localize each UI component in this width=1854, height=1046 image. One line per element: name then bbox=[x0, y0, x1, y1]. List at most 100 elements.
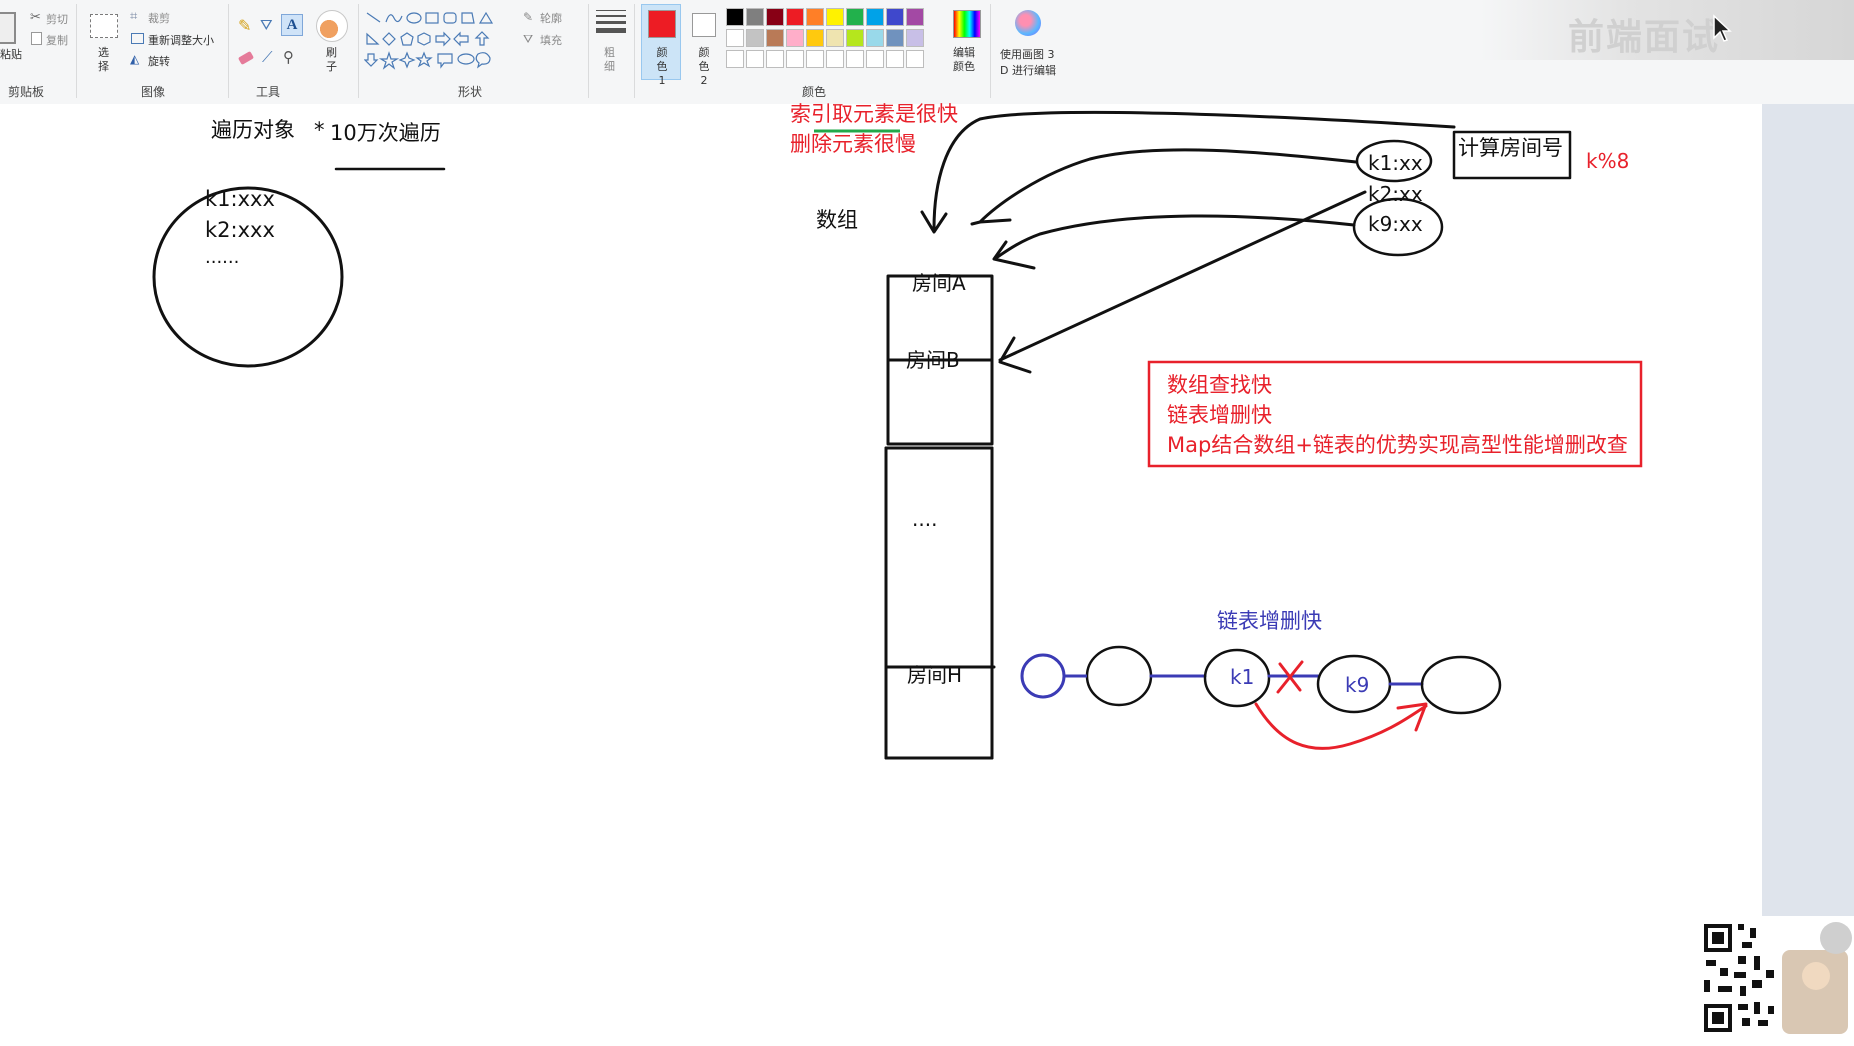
palette-swatch[interactable] bbox=[806, 8, 824, 26]
linked-list-title: 链表增删快 bbox=[1217, 609, 1322, 633]
text-tool-icon[interactable]: A bbox=[281, 14, 303, 36]
list-node-1 bbox=[1085, 645, 1153, 707]
watermark-text: 前端面试 bbox=[1568, 17, 1721, 58]
palette-swatch[interactable] bbox=[866, 8, 884, 26]
object-ellipse bbox=[152, 186, 344, 368]
brush-icon[interactable] bbox=[316, 10, 348, 42]
arrow-head bbox=[992, 240, 1036, 270]
select-icon[interactable] bbox=[90, 14, 118, 38]
rotate-button[interactable]: 旋转 bbox=[148, 55, 170, 68]
line-size-icon[interactable] bbox=[596, 10, 626, 33]
color-picker-icon[interactable]: ⟋ bbox=[262, 48, 273, 66]
palette-swatch[interactable] bbox=[746, 29, 764, 47]
cut-button[interactable]: 剪切 bbox=[46, 13, 68, 26]
fill-bucket-icon[interactable]: ⛛ bbox=[260, 16, 273, 34]
palette-swatch[interactable] bbox=[726, 50, 744, 68]
rotate-icon: ◭ bbox=[130, 52, 140, 66]
palette-swatch[interactable] bbox=[746, 8, 764, 26]
palette-swatch[interactable] bbox=[826, 50, 844, 68]
palette-swatch[interactable] bbox=[766, 29, 784, 47]
palette-swatch[interactable] bbox=[846, 50, 864, 68]
delete-cross bbox=[1276, 660, 1304, 694]
outline-button[interactable]: 轮廓 bbox=[540, 12, 562, 25]
magnifier-icon[interactable]: ⚲ bbox=[283, 48, 294, 66]
list-node-last bbox=[1420, 655, 1502, 715]
palette-swatch[interactable] bbox=[866, 29, 884, 47]
palette-swatch[interactable] bbox=[886, 8, 904, 26]
select-button[interactable]: 选择 bbox=[98, 46, 109, 73]
clipboard-group-label: 剪贴板 bbox=[8, 85, 45, 99]
image-group-label: 图像 bbox=[141, 85, 166, 99]
list-node-k1-label: k1 bbox=[1230, 665, 1255, 689]
outline-icon: ✎ bbox=[523, 10, 534, 24]
palette-swatch[interactable] bbox=[766, 50, 784, 68]
copy-button[interactable]: 复制 bbox=[46, 34, 68, 47]
arrow-calc-to-array bbox=[932, 110, 1456, 231]
edit-colors-button[interactable]: 编辑颜色 bbox=[953, 46, 975, 73]
summary-line-array: 数组查找快 bbox=[1167, 373, 1272, 397]
paste-icon[interactable] bbox=[0, 12, 16, 44]
palette-swatch[interactable] bbox=[786, 8, 804, 26]
drawing-canvas[interactable]: 遍历对象 * 10万次遍历 k1:xxx k2:xxx ...... 索引取元素… bbox=[0, 102, 1762, 938]
colors-group-label: 颜色 bbox=[802, 85, 827, 99]
crop-icon: ⌗ bbox=[130, 9, 138, 24]
brush-button[interactable]: 刷子 bbox=[326, 46, 337, 73]
palette-swatch[interactable] bbox=[726, 29, 744, 47]
palette-swatch[interactable] bbox=[906, 29, 924, 47]
paste-button[interactable]: 粘贴 bbox=[0, 48, 22, 61]
palette-swatch[interactable] bbox=[726, 8, 744, 26]
iteration-count: 10万次遍历 bbox=[330, 121, 441, 145]
room-b-label: 房间B bbox=[906, 348, 960, 372]
qr-code-pattern bbox=[1698, 916, 1854, 1042]
palette-swatch[interactable] bbox=[826, 8, 844, 26]
palette-swatch[interactable] bbox=[886, 29, 904, 47]
color1-label: 颜色 1 bbox=[656, 46, 668, 87]
arrow-k9-to-room-a bbox=[994, 214, 1356, 260]
palette-swatch[interactable] bbox=[826, 29, 844, 47]
separator bbox=[990, 4, 991, 98]
palette-swatch[interactable] bbox=[906, 8, 924, 26]
color2-swatch[interactable] bbox=[692, 13, 716, 37]
summary-line-map: Map结合数组+链表的优势实现高型性能增删改查 bbox=[1167, 433, 1628, 457]
palette-swatch[interactable] bbox=[746, 50, 764, 68]
palette-swatch[interactable] bbox=[846, 8, 864, 26]
palette-swatch[interactable] bbox=[866, 50, 884, 68]
object-entry-more: ...... bbox=[205, 247, 240, 268]
qr-code bbox=[1698, 916, 1854, 1042]
array-label: 数组 bbox=[816, 208, 858, 232]
edit-colors-icon[interactable] bbox=[953, 10, 981, 38]
ribbon-overlay bbox=[1480, 0, 1854, 60]
palette-swatch[interactable] bbox=[906, 50, 924, 68]
hand-drawn-strokes bbox=[152, 110, 1643, 760]
palette-swatch[interactable] bbox=[886, 50, 904, 68]
arrow-head bbox=[1396, 702, 1428, 732]
mouse-cursor-icon bbox=[1713, 14, 1732, 42]
fill-button[interactable]: 填充 bbox=[540, 34, 562, 47]
palette-swatch[interactable] bbox=[766, 8, 784, 26]
palette-swatch[interactable] bbox=[806, 29, 824, 47]
array-room-b bbox=[886, 358, 994, 446]
modulo-label: k%8 bbox=[1586, 149, 1630, 173]
size-button[interactable]: 粗细 bbox=[604, 46, 615, 73]
list-node-k9-label: k9 bbox=[1345, 673, 1370, 697]
list-node-k1 bbox=[1203, 648, 1271, 708]
tools-group-label: 工具 bbox=[256, 85, 281, 99]
paint3d-line1[interactable]: 使用画图 3 bbox=[1000, 48, 1055, 61]
eraser-icon[interactable] bbox=[237, 51, 255, 65]
palette-swatch[interactable] bbox=[786, 50, 804, 68]
note-delete-slow: 删除元素很慢 bbox=[790, 132, 916, 156]
separator bbox=[358, 4, 359, 98]
paint3d-icon[interactable] bbox=[1015, 10, 1041, 36]
shapes-gallery-icon[interactable] bbox=[364, 8, 512, 72]
palette-swatch[interactable] bbox=[806, 50, 824, 68]
key-k9-ellipse bbox=[1352, 197, 1444, 257]
palette-swatch[interactable] bbox=[786, 29, 804, 47]
crop-button[interactable]: 裁剪 bbox=[148, 12, 170, 25]
palette-swatch[interactable] bbox=[846, 29, 864, 47]
paint3d-line2[interactable]: D 进行编辑 bbox=[1000, 64, 1056, 77]
resize-button[interactable]: 重新调整大小 bbox=[148, 34, 214, 47]
room-a-label: 房间A bbox=[912, 271, 966, 295]
separator bbox=[76, 4, 77, 98]
room-dots-label: .... bbox=[912, 507, 938, 531]
pencil-icon[interactable]: ✎ bbox=[238, 16, 252, 35]
